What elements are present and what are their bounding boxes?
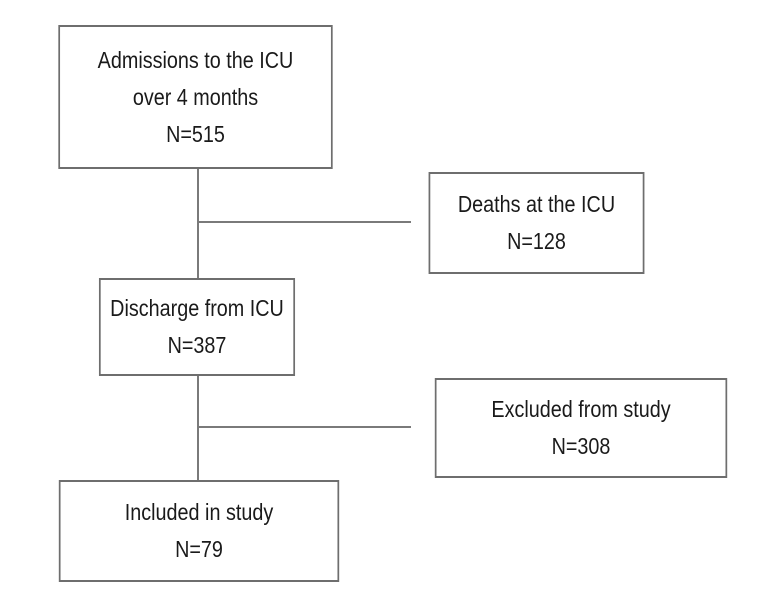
- deaths-box: Deaths at the ICU N=128: [428, 172, 645, 274]
- included-count: N=79: [175, 536, 223, 562]
- discharge-label: Discharge from ICU: [110, 295, 284, 321]
- admissions-label-line1: Admissions to the ICU: [97, 46, 294, 73]
- included-box: Included in study N=79: [58, 480, 340, 582]
- deaths-count: N=128: [507, 228, 566, 254]
- included-label: Included in study: [124, 499, 274, 525]
- admissions-box: Admissions to the ICU over 4 months N=51…: [58, 25, 333, 169]
- excluded-count: N=308: [551, 433, 611, 459]
- excluded-box: Excluded from study N=308: [434, 378, 728, 478]
- discharge-box: Discharge from ICU N=387: [98, 278, 296, 376]
- excluded-label: Excluded from study: [491, 396, 671, 422]
- discharge-count: N=387: [167, 332, 227, 358]
- admissions-count: N=515: [166, 120, 225, 147]
- deaths-label: Deaths at the ICU: [457, 191, 616, 217]
- admissions-label-line2: over 4 months: [132, 83, 259, 110]
